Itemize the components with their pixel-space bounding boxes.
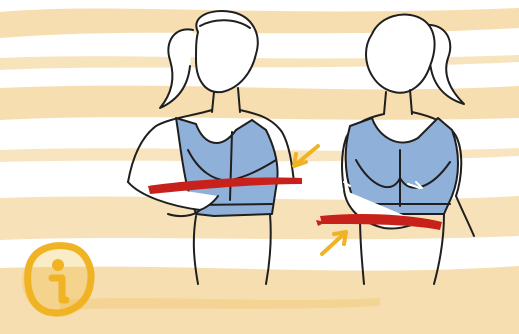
left-figure [128,11,294,284]
info-icon [22,245,94,317]
right-figure [340,15,474,284]
